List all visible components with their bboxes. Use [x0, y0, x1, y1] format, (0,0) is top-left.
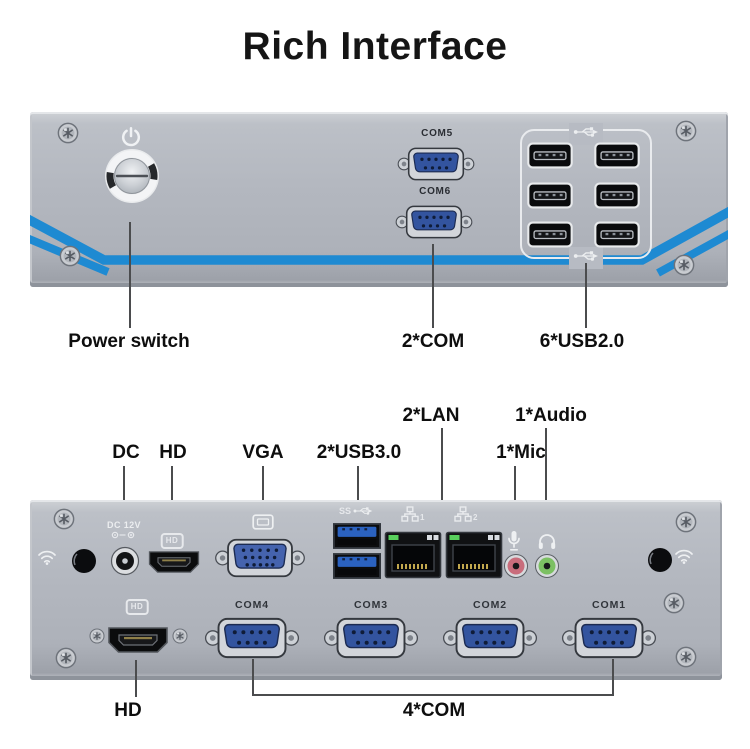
- usb3-icon: SS: [339, 506, 373, 516]
- screw-icon: [673, 254, 695, 276]
- rear-panel: DC 12V HD SS 1 2 HD: [30, 500, 722, 680]
- dc-power-jack: [110, 546, 140, 576]
- screw-icon: [53, 508, 75, 530]
- usb2-port: [527, 182, 573, 209]
- screw-icon: [55, 647, 77, 669]
- usb-icon: [569, 247, 603, 269]
- screw-icon: [675, 646, 697, 668]
- callout-bracket-com: [252, 659, 614, 696]
- usb3-port: [333, 553, 381, 579]
- callout-label-hd-bottom: HD: [114, 700, 142, 721]
- callout-label-hd: HD: [159, 442, 187, 463]
- antenna-hole: [647, 547, 673, 573]
- screw-icon: [89, 628, 105, 644]
- callout-label-lan: 2*LAN: [402, 405, 460, 426]
- com2-port: [442, 616, 538, 660]
- power-button: [104, 148, 160, 204]
- usb-icon: [569, 123, 603, 145]
- screw-icon: [59, 245, 81, 267]
- callout-label-com: 2*COM: [401, 331, 465, 352]
- com5-port: [397, 146, 475, 182]
- com6-print: COM6: [419, 186, 451, 197]
- power-icon: [119, 125, 143, 149]
- hdmi-icon: HD: [125, 599, 149, 615]
- callout-line-vga: [262, 466, 264, 512]
- screw-icon: [675, 511, 697, 533]
- com3-port: [323, 616, 419, 660]
- mic-icon: [506, 530, 522, 552]
- audio-jack: [534, 553, 560, 579]
- usb2-port: [594, 221, 640, 248]
- lan2-icon: 2: [454, 506, 477, 522]
- hdmi-port: [147, 550, 201, 574]
- callout-label-usb: 6*USB2.0: [539, 331, 625, 352]
- screw-icon: [172, 628, 188, 644]
- callout-label-com-bottom: 4*COM: [402, 700, 466, 721]
- dc-barrel-icon: [111, 531, 137, 539]
- monitor-icon: [252, 514, 274, 530]
- mic-jack: [503, 553, 529, 579]
- callout-line-power: [129, 222, 131, 328]
- callout-label-mic: 1*Mic: [496, 442, 546, 463]
- com6-port: [395, 204, 473, 240]
- usb2-port: [594, 142, 640, 169]
- callout-line-dc: [123, 466, 125, 516]
- callout-line-audio: [545, 428, 547, 526]
- com1-print: COM1: [592, 599, 626, 611]
- callout-label-usb3: 2*USB3.0: [316, 442, 402, 463]
- usb2-port: [594, 182, 640, 209]
- front-panel: COM5 COM6: [30, 112, 728, 287]
- callout-label-dc: DC: [112, 442, 140, 463]
- com4-port: [204, 616, 300, 660]
- screw-icon: [675, 120, 697, 142]
- lan1-icon: 1: [401, 506, 424, 522]
- com2-print: COM2: [473, 599, 507, 611]
- callout-line-com: [432, 244, 434, 328]
- antenna-hole: [71, 548, 97, 574]
- headphone-icon: [537, 532, 557, 550]
- com4-print: COM4: [235, 599, 269, 611]
- callout-line-usb: [585, 263, 587, 328]
- callout-line-usb3: [357, 466, 359, 502]
- callout-line-mic: [514, 466, 516, 531]
- callout-label-audio: 1*Audio: [515, 405, 587, 426]
- usb3-port: [333, 523, 381, 549]
- usb2-port: [527, 142, 573, 169]
- callout-label-power: Power switch: [68, 331, 190, 352]
- vga-port: [212, 537, 308, 579]
- com1-port: [561, 616, 657, 660]
- usb2-port: [527, 221, 573, 248]
- screw-icon: [663, 592, 685, 614]
- hdmi-icon: HD: [160, 533, 184, 549]
- lan2-port: [445, 531, 503, 579]
- callout-line-lan: [441, 428, 443, 506]
- dc-12v-print: DC 12V: [107, 520, 141, 530]
- lan1-port: [384, 531, 442, 579]
- com3-print: COM3: [354, 599, 388, 611]
- callout-label-vga: VGA: [242, 442, 284, 463]
- callout-line-hd-bottom: [135, 660, 137, 697]
- wifi-icon: [37, 549, 57, 565]
- wifi-icon: [674, 548, 694, 564]
- screw-icon: [57, 122, 79, 144]
- page-title: Rich Interface: [242, 25, 508, 68]
- callout-line-hd: [171, 466, 173, 530]
- hdmi-port: [106, 625, 170, 655]
- com5-print: COM5: [421, 128, 453, 139]
